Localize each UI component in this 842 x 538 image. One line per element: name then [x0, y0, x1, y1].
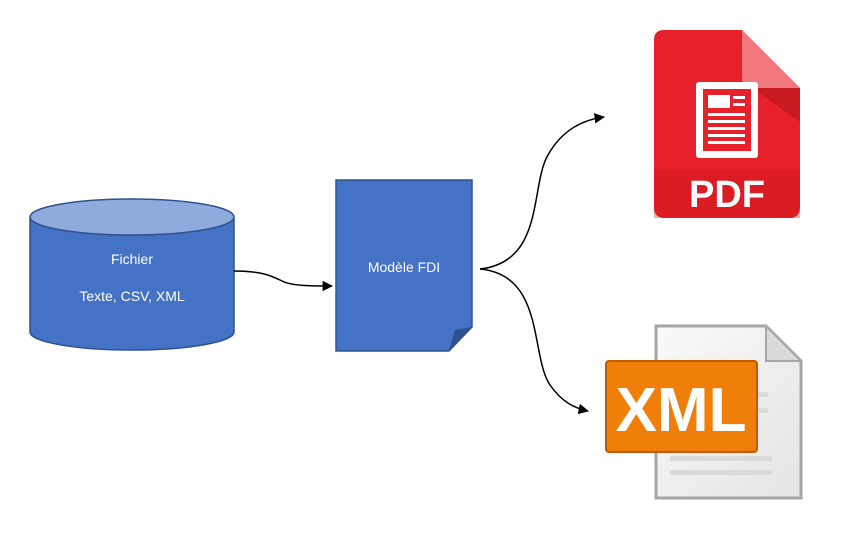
pdf-document-glyph: [696, 82, 758, 158]
arrow-source-to-model: [233, 270, 334, 292]
xml-page-fold: [765, 323, 804, 362]
xml-label: XML: [616, 376, 747, 445]
xml-page-lines: [670, 392, 772, 475]
source-title: Fichier: [111, 251, 153, 267]
model-label: Modèle FDI: [368, 259, 440, 275]
pdf-label: PDF: [689, 174, 765, 216]
model-document-fold: [449, 327, 472, 351]
source-file-cylinder: Fichier Texte, CSV, XML: [29, 198, 235, 351]
cylinder-top: [29, 198, 235, 236]
source-subtitle: Texte, CSV, XML: [79, 288, 185, 304]
xml-label-badge: [605, 360, 758, 453]
pdf-page-fold: [742, 30, 800, 88]
pdf-fold-shadow: [752, 88, 800, 122]
xml-file-icon: XML: [605, 323, 804, 500]
arrow-model-to-xml: [479, 268, 590, 415]
cylinder-body: [29, 217, 235, 351]
model-document: Modèle FDI: [335, 179, 473, 352]
pdf-label-band: [654, 170, 800, 218]
pdf-file-icon: PDF: [654, 30, 800, 218]
arrow-model-to-pdf: [479, 113, 606, 270]
